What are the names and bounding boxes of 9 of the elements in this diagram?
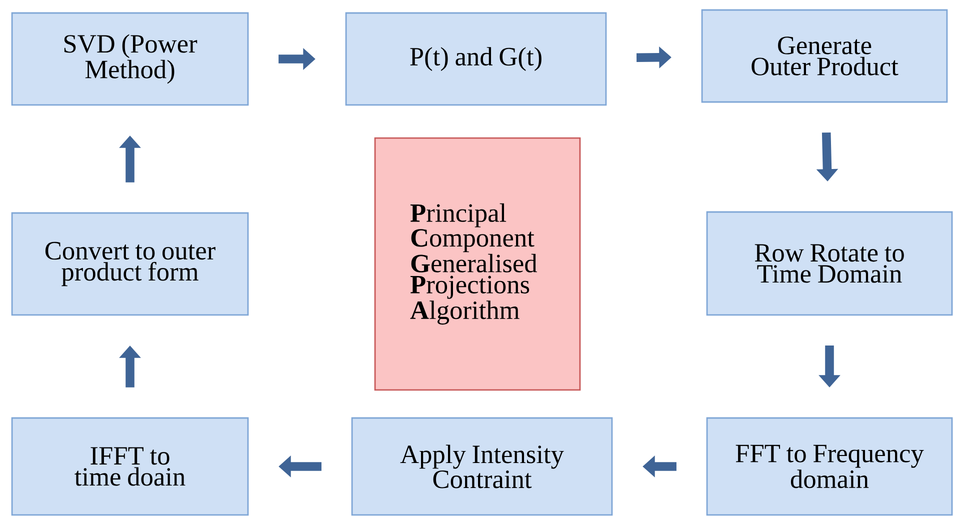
process-box: Convert to outer product form — [11, 212, 249, 316]
process-box: IFFT to time doain — [11, 417, 249, 516]
process-box: P(t) and G(t) — [345, 12, 607, 106]
title-box: Principal Component Generalised Projections Algorithm — [374, 137, 581, 391]
process-box: Generate Outer Product — [701, 9, 948, 103]
process-box: Apply Intensity Contraint — [351, 417, 613, 516]
process-box: SVD (Power Method) — [11, 12, 249, 106]
process-box: FFT to Frequency domain — [706, 417, 953, 516]
process-box: Row Rotate to Time Domain — [706, 211, 953, 316]
